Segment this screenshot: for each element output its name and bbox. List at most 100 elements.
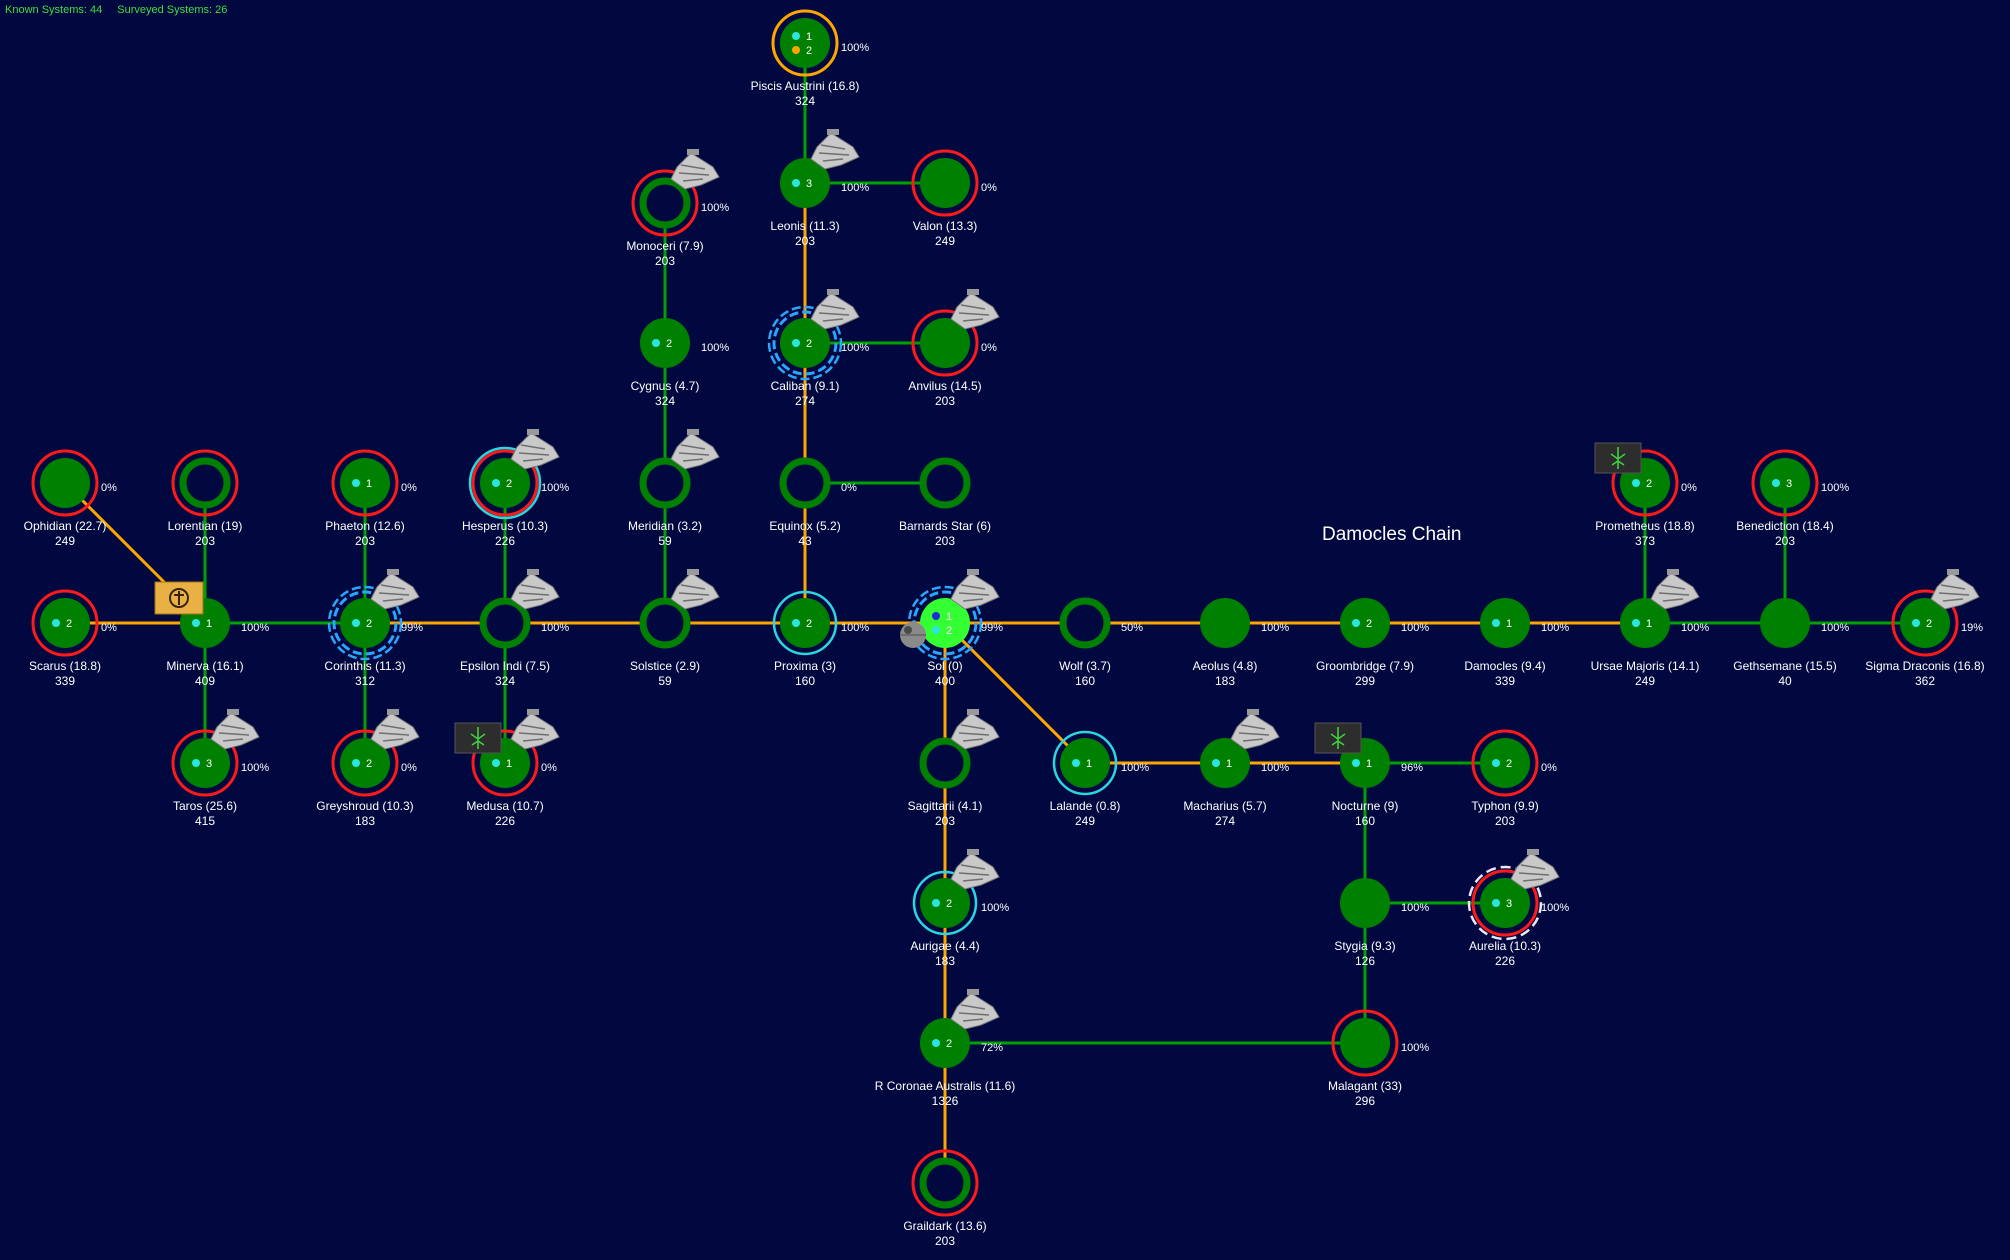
system-anvilus[interactable]: 0%Anvilus (14.5)203 [908, 288, 1000, 408]
survey-percent: 0% [1681, 482, 1697, 494]
system-disc [180, 738, 230, 788]
fleet-ship-icon[interactable] [950, 568, 1000, 610]
fleet-ship-icon[interactable] [370, 708, 420, 750]
alien-contact-icon[interactable] [454, 722, 502, 754]
system-name: Gethsemane (15.5) [1733, 659, 1836, 673]
system-population: 324 [655, 394, 675, 408]
jump-link-sol-lalande [943, 621, 1087, 765]
colony-count: 2 [806, 338, 812, 350]
system-population: 1326 [932, 1094, 959, 1108]
fleet-ship-icon[interactable] [510, 428, 560, 470]
fleet-ship-icon[interactable] [670, 148, 720, 190]
alien-contact-icon[interactable] [1594, 442, 1642, 474]
colony-count: 3 [806, 178, 812, 190]
fleet-ship-icon[interactable] [1930, 568, 1980, 610]
system-aeolus[interactable]: 100%Aeolus (4.8)183 [1193, 598, 1290, 688]
fleet-ship-icon[interactable] [670, 568, 720, 610]
system-disc [1200, 598, 1250, 648]
system-name: Aurelia (10.3) [1469, 939, 1541, 953]
system-stygia[interactable]: 100%Stygia (9.3)126 [1334, 878, 1429, 968]
fleet-ship-icon[interactable] [950, 848, 1000, 890]
fleet-ship-icon[interactable] [510, 708, 560, 750]
system-ophidian[interactable]: 0%Ophidian (22.7)249 [24, 449, 117, 548]
system-population: 339 [1495, 674, 1515, 688]
survey-percent: 50% [1121, 622, 1143, 634]
system-monoceri[interactable]: 100%Monoceri (7.9)203 [626, 148, 729, 268]
survey-percent: 100% [841, 42, 869, 54]
system-sagittarii[interactable]: Sagittarii (4.1)203 [908, 708, 1000, 828]
fleet-ship-icon[interactable] [1230, 708, 1280, 750]
fleet-ship-icon[interactable] [810, 288, 860, 330]
system-disc [1480, 878, 1530, 928]
survey-percent: 100% [1261, 622, 1289, 634]
fleet-ship-icon[interactable] [370, 568, 420, 610]
survey-percent: 0% [981, 342, 997, 354]
system-disc [639, 597, 691, 649]
fleet-ship-icon[interactable] [950, 288, 1000, 330]
colony-dot [192, 759, 200, 767]
system-barnards[interactable]: Barnards Star (6)203 [899, 457, 991, 548]
hostile-ring [631, 169, 699, 237]
fleet-ship-icon[interactable] [1650, 568, 1700, 610]
colony-count: 1 [366, 478, 372, 490]
survey-percent: 99% [981, 622, 1003, 634]
fleet-ship-icon[interactable] [510, 568, 560, 610]
system-population: 415 [195, 814, 215, 828]
system-name: R Coronae Australis (11.6) [875, 1079, 1016, 1093]
system-population: 362 [1915, 674, 1935, 688]
survey-percent: 99% [401, 622, 423, 634]
system-malagant[interactable]: 100%Malagant (33)296 [1328, 1009, 1429, 1108]
fleet-ring [772, 590, 838, 656]
fleet-ship-icon[interactable] [950, 708, 1000, 750]
faction-emblem-icon[interactable] [154, 581, 204, 615]
fleet-ship-icon[interactable] [670, 428, 720, 470]
system-population: 339 [55, 674, 75, 688]
system-solstice[interactable]: Solstice (2.9)59 [630, 568, 720, 688]
alien-contact-icon[interactable] [1314, 722, 1362, 754]
system-population: 324 [495, 674, 515, 688]
hostile-ring [171, 729, 239, 797]
system-wolf[interactable]: 50%Wolf (3.7)160 [1059, 597, 1143, 688]
system-epsilon[interactable]: 100%Epsilon Indi (7.5)324 [460, 568, 569, 688]
fleet-ring-outer [767, 305, 843, 381]
fleet-ship-icon[interactable] [950, 988, 1000, 1030]
system-valon[interactable]: 0%Valon (13.3)249 [911, 149, 997, 248]
fleet-ship-icon[interactable] [210, 708, 260, 750]
system-graildark[interactable]: Graildark (13.6)203 [903, 1149, 987, 1248]
region-label: Damocles Chain [1322, 524, 1461, 545]
system-equinox[interactable]: 0%Equinox (5.2)43 [769, 457, 857, 548]
fleet-ship-icon[interactable] [810, 128, 860, 170]
fleet-ship-icon[interactable] [1510, 848, 1560, 890]
system-meridian[interactable]: Meridian (3.2)59 [628, 428, 720, 548]
system-population: 203 [195, 534, 215, 548]
system-lorentian[interactable]: Lorentian (19)203 [168, 449, 243, 548]
system-gethsemane[interactable]: 100%Gethsemane (15.5)40 [1733, 598, 1849, 688]
